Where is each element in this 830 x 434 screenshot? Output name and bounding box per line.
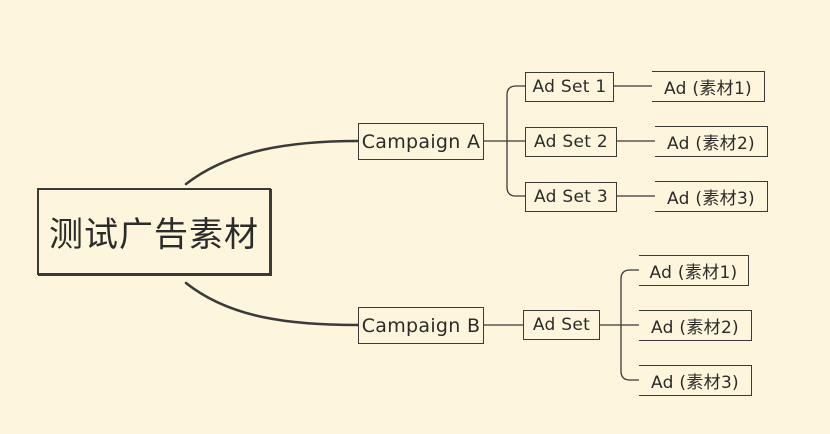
- ad-set-1-node[interactable]: Ad Set 1: [525, 72, 614, 102]
- ad-node-a-3[interactable]: Ad (素材3): [655, 181, 768, 212]
- connector-campaign-a-adset-3: [506, 141, 525, 197]
- ad-node-a-2[interactable]: Ad (素材2): [655, 126, 768, 157]
- ad-set-2-node[interactable]: Ad Set 2: [525, 127, 617, 157]
- ad-node-a-1[interactable]: Ad (素材1): [652, 71, 765, 102]
- campaign-b-node[interactable]: Campaign B: [358, 307, 484, 344]
- campaign-a-node[interactable]: Campaign A: [358, 123, 484, 160]
- ad-set-b-node[interactable]: Ad Set: [523, 310, 600, 340]
- ad-set-3-node[interactable]: Ad Set 3: [525, 182, 617, 212]
- ad-node-b-3[interactable]: Ad (素材3): [639, 365, 752, 396]
- connector-root-campaign-b: [184, 281, 360, 327]
- connector-campaign-a-adset-1: [506, 85, 525, 141]
- ad-node-b-1[interactable]: Ad (素材1): [639, 255, 749, 286]
- connector-adset-b-ad-1: [620, 269, 639, 325]
- root-node[interactable]: 测试广告素材: [37, 188, 271, 275]
- connector-adset-b-ad-3: [620, 325, 639, 381]
- ad-node-b-2[interactable]: Ad (素材2): [639, 310, 752, 341]
- connector-root-campaign-a: [184, 139, 360, 186]
